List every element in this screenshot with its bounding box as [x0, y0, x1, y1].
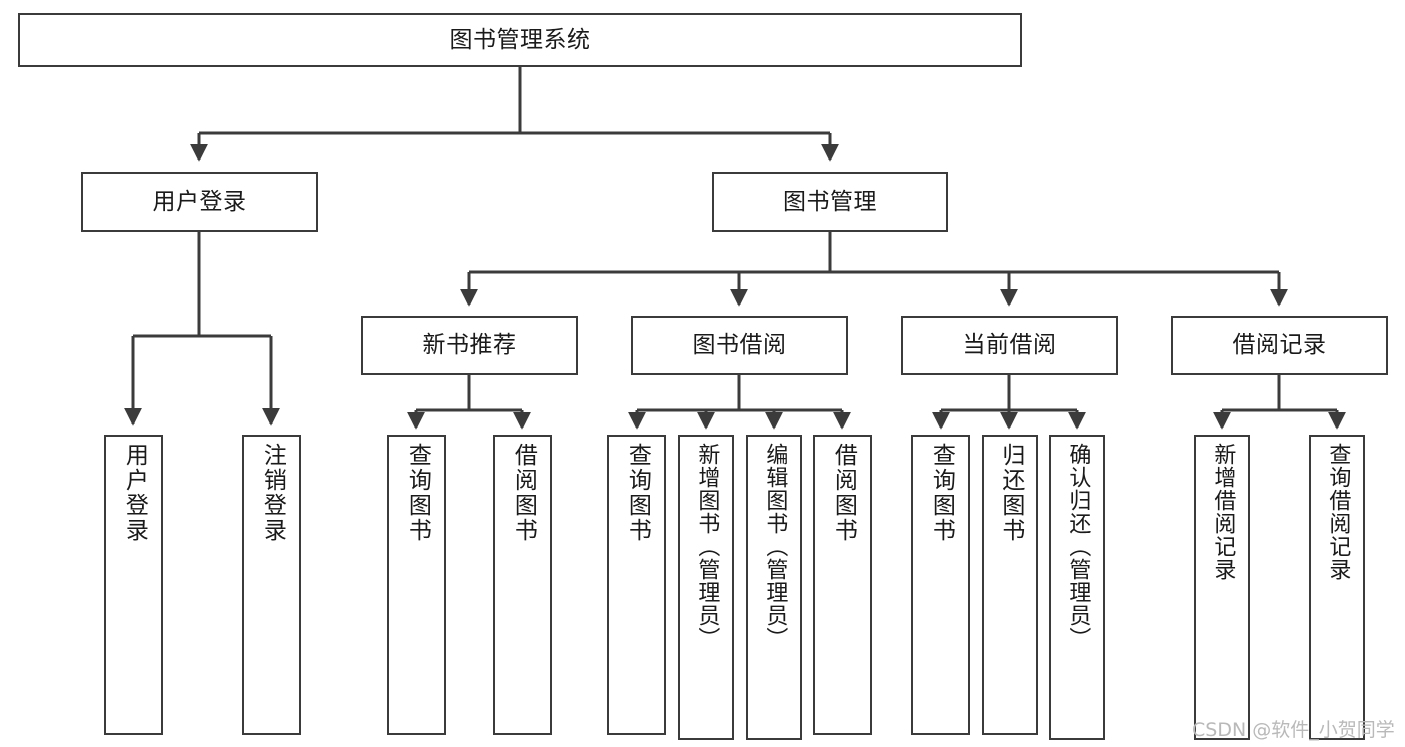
node-label: 借阅图书	[830, 443, 857, 543]
node-book-management[interactable]: 图书管理	[712, 172, 948, 232]
node-label: 新书推荐	[422, 332, 517, 359]
node-label: 归还图书	[997, 443, 1024, 543]
node-label: 新增借阅记录	[1210, 443, 1236, 581]
node-label: 查询图书	[624, 443, 651, 543]
leaf-borrow-book[interactable]: 借阅图书	[813, 435, 872, 735]
node-label: 用户登录	[121, 443, 148, 543]
leaf-logout[interactable]: 注销登录	[242, 435, 301, 735]
node-label: 图书借阅	[692, 332, 787, 359]
leaf-query-book-recommend[interactable]: 查询图书	[387, 435, 446, 735]
csdn-watermark: CSDN @软件_小贺同学	[1192, 715, 1395, 742]
node-label: 查询图书	[928, 443, 955, 543]
node-label: 查询图书	[404, 443, 431, 543]
node-label: 借阅图书	[510, 443, 537, 543]
node-label: 当前借阅	[962, 332, 1057, 359]
leaf-borrow-book-recommend[interactable]: 借阅图书	[493, 435, 552, 735]
node-current-borrow[interactable]: 当前借阅	[901, 316, 1118, 375]
node-borrow-record[interactable]: 借阅记录	[1171, 316, 1388, 375]
leaf-query-book[interactable]: 查询图书	[607, 435, 666, 735]
node-label: 图书管理	[783, 188, 877, 215]
node-label: 用户登录	[152, 188, 247, 215]
leaf-confirm-return-admin[interactable]: 确认归还（管理员）	[1049, 435, 1105, 740]
node-label: 确认归还（管理员）	[1065, 443, 1091, 650]
leaf-user-login[interactable]: 用户登录	[104, 435, 163, 735]
leaf-query-book-current[interactable]: 查询图书	[911, 435, 970, 735]
node-label: 查询借阅记录	[1325, 443, 1351, 581]
leaf-query-borrow-record[interactable]: 查询借阅记录	[1309, 435, 1365, 740]
node-label: 新增图书（管理员）	[694, 443, 720, 650]
leaf-add-book-admin[interactable]: 新增图书（管理员）	[678, 435, 734, 740]
node-user-login[interactable]: 用户登录	[81, 172, 318, 232]
node-label: 注销登录	[259, 443, 286, 543]
node-label: 编辑图书（管理员）	[762, 443, 788, 650]
node-new-book-recommend[interactable]: 新书推荐	[361, 316, 578, 375]
leaf-return-book[interactable]: 归还图书	[982, 435, 1038, 735]
watermark-text: CSDN @软件_小贺同学	[1192, 719, 1395, 741]
node-label: 借阅记录	[1232, 332, 1327, 359]
node-label: 图书管理系统	[449, 26, 591, 53]
node-book-borrow[interactable]: 图书借阅	[631, 316, 848, 375]
leaf-add-borrow-record[interactable]: 新增借阅记录	[1194, 435, 1250, 740]
node-root-system[interactable]: 图书管理系统	[18, 13, 1022, 67]
leaf-edit-book-admin[interactable]: 编辑图书（管理员）	[746, 435, 802, 740]
